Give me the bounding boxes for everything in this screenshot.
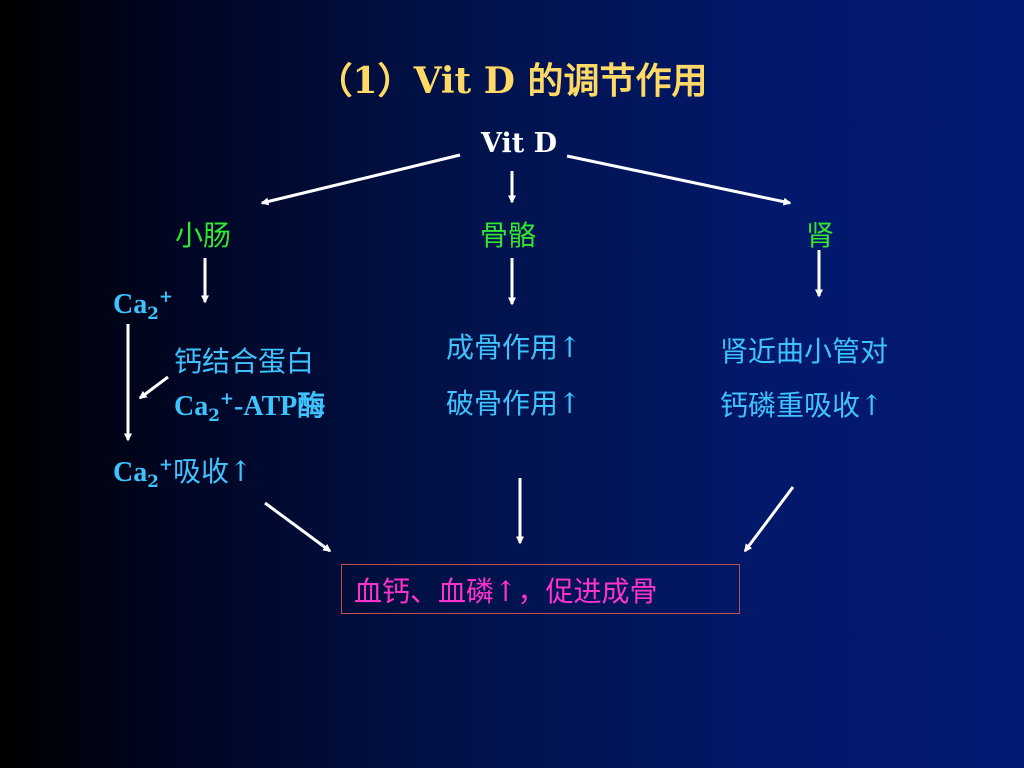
calcium-atpase: Ca2+-ATP酶 [174,384,325,425]
arrow-kidney-to-result [743,486,795,553]
calcium-ion-sup: + [158,286,173,306]
atpase-ion-sup: + [219,388,234,409]
absorb-ion-sup: + [158,454,173,475]
absorb-ion-base: Ca [113,457,148,488]
bone-resorption-effect: 破骨作用↑ [446,387,582,420]
organ-bone: 骨骼 [480,219,537,252]
page-title: （1）Vit D 的调节作用 [316,60,708,102]
atpase-ion-base: Ca [174,391,209,422]
arrow-intestine-to-result [264,501,332,553]
absorb-text: 吸收↑ [172,455,253,488]
vitd-root-node: Vit D [481,128,558,159]
arrow-vitd-to-kidney [566,154,792,206]
kidney-reabsorption-effect: 钙磷重吸收↑ [720,389,884,422]
calcium-binding-protein: 钙结合蛋白 [174,345,315,378]
absorb-ion-sub: 2 [147,470,159,491]
organ-kidney: 肾 [806,219,835,252]
kidney-tubule-effect: 肾近曲小管对 [720,335,889,368]
arrow-vitd-to-intestine [260,153,461,206]
organ-intestine: 小肠 [175,219,232,252]
calcium-ion-base: Ca [113,288,148,320]
calcium-ion-label: Ca2+ [113,286,173,323]
calcium-absorption: Ca2+吸收↑ [113,450,252,491]
result-box: 血钙、血磷↑，促进成骨 [341,564,740,614]
atpase-suffix: -ATP酶 [233,391,326,422]
atpase-ion-sub: 2 [208,404,220,425]
arrow-protein-to-ca-line [138,375,169,400]
bone-formation-effect: 成骨作用↑ [446,331,582,364]
calcium-ion-sub: 2 [147,302,159,323]
